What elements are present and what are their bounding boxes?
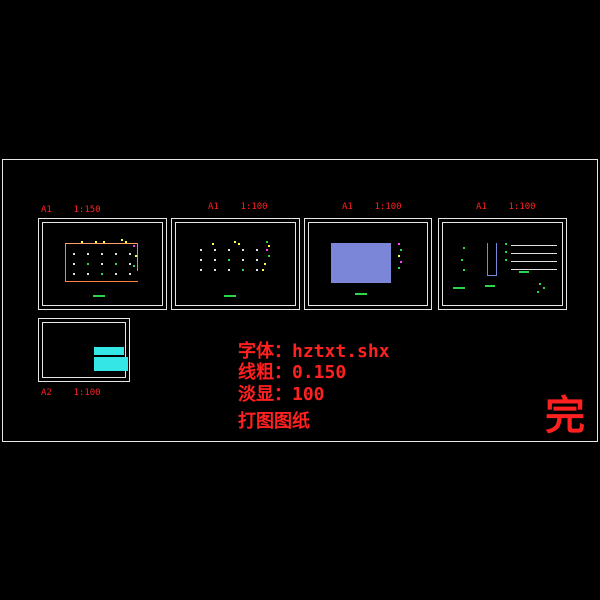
drawing-mark: [81, 241, 83, 243]
sheet-3-filled-area: [331, 243, 391, 283]
note-print: 打图图纸: [238, 411, 310, 432]
sheet-5[interactable]: [38, 318, 130, 382]
done-mark: 完: [545, 393, 585, 439]
drawing-mark: [266, 241, 268, 243]
drawing-mark: [73, 253, 75, 255]
drawing-mark: [242, 249, 244, 251]
sheet-label-3: A1 1:100: [342, 202, 402, 212]
sheet-3-inner-frame: [308, 222, 428, 306]
sheet-4-title-bar-2: [485, 285, 495, 287]
sheet-5-fill-bottom: [94, 357, 128, 371]
drawing-mark: [242, 259, 244, 261]
drawing-mark: [398, 243, 400, 245]
drawing-mark: [87, 273, 89, 275]
drawing-mark: [266, 249, 268, 251]
drawing-mark: [73, 263, 75, 265]
drawing-mark: [212, 243, 214, 245]
drawing-mark: [268, 245, 270, 247]
drawing-mark: [103, 241, 105, 243]
sheet-1[interactable]: [38, 218, 167, 310]
drawing-mark: [262, 269, 264, 271]
drawing-mark: [200, 269, 202, 271]
drawing-line: [511, 269, 557, 270]
drawing-mark: [133, 265, 135, 267]
drawing-border: [2, 159, 598, 442]
drawing-mark: [133, 245, 135, 247]
drawing-mark: [115, 253, 117, 255]
sheet-1-plan-right: [137, 243, 138, 271]
drawing-mark: [543, 287, 545, 289]
sheet-label-5: A2 1:100: [41, 388, 101, 398]
drawing-mark: [129, 263, 131, 265]
drawing-mark: [505, 243, 507, 245]
drawing-mark: [121, 239, 123, 241]
drawing-mark: [398, 267, 400, 269]
sheet-1-plan-top: [65, 243, 137, 244]
drawing-mark: [238, 243, 240, 245]
drawing-mark: [400, 249, 402, 251]
drawing-mark: [463, 269, 465, 271]
sheet-4[interactable]: [438, 218, 567, 310]
note-line-weight: 线粗：0.150: [238, 362, 347, 383]
sheet-label-1: A1 1:150: [41, 205, 101, 215]
sheet-4-title-bar-1: [453, 287, 465, 289]
drawing-mark: [268, 255, 270, 257]
drawing-mark: [242, 269, 244, 271]
drawing-mark: [228, 259, 230, 261]
sheet-4-title-bar-3: [519, 271, 529, 273]
note-font: 字体：hztxt.shx: [238, 341, 390, 362]
drawing-mark: [95, 241, 97, 243]
drawing-mark: [129, 273, 131, 275]
drawing-mark: [256, 269, 258, 271]
note-fade: 淡显：100: [238, 384, 325, 405]
drawing-mark: [400, 261, 402, 263]
drawing-mark: [398, 255, 400, 257]
sheet-label-2: A1 1:100: [208, 202, 268, 212]
drawing-mark: [101, 263, 103, 265]
drawing-mark: [135, 255, 137, 257]
drawing-mark: [115, 263, 117, 265]
drawing-mark: [125, 241, 127, 243]
sheet-4-inner-frame: [442, 222, 563, 306]
sheet-3[interactable]: [304, 218, 432, 310]
drawing-mark: [200, 259, 202, 261]
sheet-1-title-bar: [93, 295, 105, 297]
sheet-1-inner-frame: [42, 222, 163, 306]
drawing-mark: [463, 247, 465, 249]
drawing-line: [511, 245, 557, 246]
sheet-1-plan-outline: [65, 243, 138, 282]
drawing-mark: [101, 253, 103, 255]
drawing-line: [511, 253, 557, 254]
drawing-mark: [461, 259, 463, 261]
drawing-mark: [101, 273, 103, 275]
drawing-mark: [214, 249, 216, 251]
drawing-mark: [505, 251, 507, 253]
drawing-mark: [539, 283, 541, 285]
drawing-mark: [129, 253, 131, 255]
drawing-mark: [87, 253, 89, 255]
drawing-mark: [73, 273, 75, 275]
drawing-mark: [537, 291, 539, 293]
sheet-2-inner-frame: [175, 222, 296, 306]
sheet-3-title-bar: [355, 293, 367, 295]
sheet-label-4: A1 1:100: [476, 202, 536, 212]
sheet-2[interactable]: [171, 218, 300, 310]
drawing-mark: [234, 241, 236, 243]
drawing-mark: [214, 259, 216, 261]
sheet-5-inner-frame: [42, 322, 126, 378]
drawing-mark: [87, 263, 89, 265]
drawing-mark: [200, 249, 202, 251]
sheet-4-section-outline: [487, 243, 497, 276]
drawing-line: [511, 261, 557, 262]
drawing-mark: [228, 249, 230, 251]
drawing-mark: [228, 269, 230, 271]
drawing-mark: [214, 269, 216, 271]
drawing-mark: [264, 263, 266, 265]
drawing-mark: [505, 259, 507, 261]
drawing-mark: [115, 273, 117, 275]
drawing-mark: [256, 259, 258, 261]
sheet-5-fill-top: [94, 347, 124, 355]
drawing-mark: [256, 249, 258, 251]
sheet-2-title-bar: [224, 295, 236, 297]
